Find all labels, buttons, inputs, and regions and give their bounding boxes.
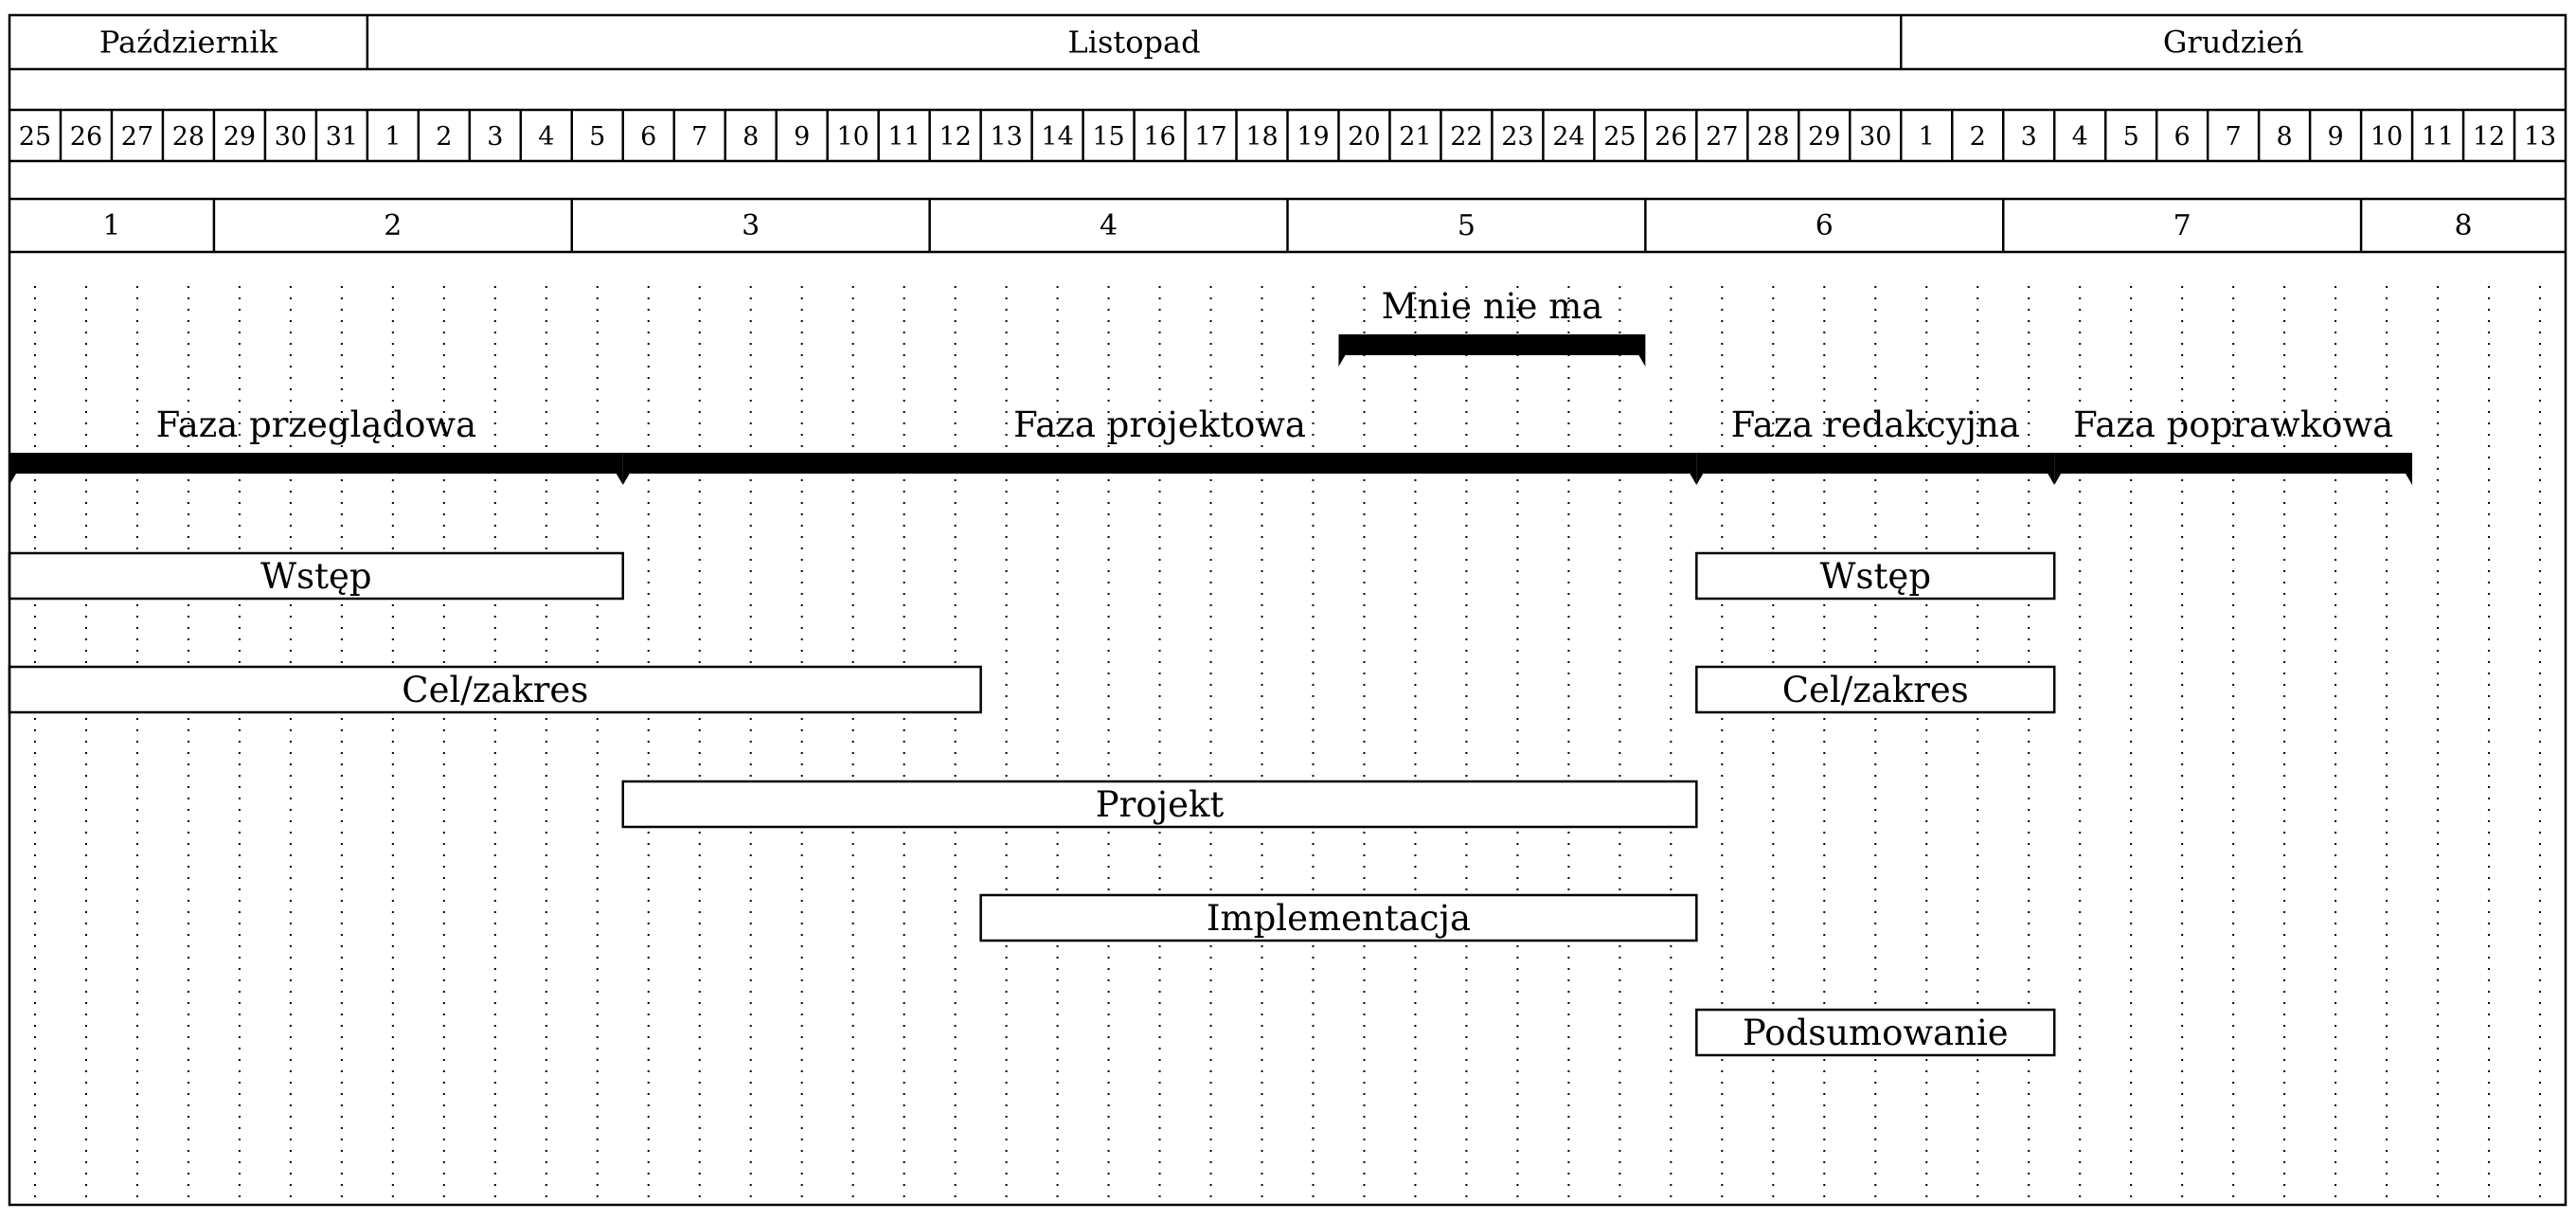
week-label: 7 <box>2174 209 2191 242</box>
day-label: 6 <box>2174 122 2191 152</box>
week-label: 6 <box>1816 209 1834 242</box>
day-label: 16 <box>1143 122 1175 152</box>
day-label: 12 <box>2473 122 2505 152</box>
month-label: Grudzień <box>2163 25 2304 61</box>
day-label: 11 <box>2422 122 2454 152</box>
task-bar <box>979 893 1698 942</box>
task-bar <box>8 665 982 714</box>
chart-frame <box>8 13 2567 1207</box>
day-label: 30 <box>1859 122 1891 152</box>
day-label: 1 <box>385 122 401 152</box>
task-label: Cel/zakres <box>402 670 588 710</box>
task-bar <box>1695 1008 2056 1057</box>
month-label: Listopad <box>1068 25 1201 61</box>
day-label: 25 <box>1603 122 1636 152</box>
day-label: 18 <box>1245 122 1278 152</box>
month-label: Październik <box>99 25 278 61</box>
day-label: 5 <box>2123 122 2139 152</box>
phase-bar <box>622 453 1697 485</box>
day-label: 9 <box>794 122 810 152</box>
week-label: 8 <box>2454 209 2472 242</box>
day-label: 3 <box>2021 122 2037 152</box>
day-label: 11 <box>887 122 920 152</box>
week-label: 4 <box>1100 209 1118 242</box>
day-label: 8 <box>2277 122 2293 152</box>
phase-label: Faza przeglądowa <box>156 404 477 445</box>
day-label: 15 <box>1092 122 1124 152</box>
day-label: 9 <box>2327 122 2343 152</box>
week-label: 5 <box>1458 209 1476 242</box>
day-label: 4 <box>538 122 554 152</box>
day-label: 30 <box>275 122 307 152</box>
task-label: Implementacja <box>1207 898 1471 939</box>
week-label: 3 <box>742 209 760 242</box>
day-label: 28 <box>172 122 205 152</box>
day-label: 26 <box>1655 122 1687 152</box>
day-label: 14 <box>1041 122 1073 152</box>
day-label: 29 <box>1808 122 1840 152</box>
day-label: 23 <box>1501 122 1533 152</box>
day-label: 19 <box>1297 122 1329 152</box>
task-bar <box>8 551 625 601</box>
phase-label: Faza poprawkowa <box>2073 404 2393 445</box>
phase-bar <box>1338 334 1646 367</box>
week-label: 2 <box>384 209 402 242</box>
day-label: 12 <box>939 122 971 152</box>
day-label: 21 <box>1399 122 1431 152</box>
day-label: 5 <box>589 122 605 152</box>
task-label: Podsumowanie <box>1743 1013 2009 1053</box>
day-label: 6 <box>640 122 656 152</box>
day-label: 4 <box>2072 122 2088 152</box>
day-label: 13 <box>2524 122 2556 152</box>
day-label: 10 <box>2370 122 2403 152</box>
day-grid <box>33 286 2542 1199</box>
task-label: Wstęp <box>260 556 371 597</box>
phase-bars: Mnie nie ma Faza przeglądowa Faza projekto… <box>9 286 2413 485</box>
day-label: 25 <box>19 122 51 152</box>
phase-bar <box>1696 453 2055 485</box>
day-label: 2 <box>1970 122 1986 152</box>
day-label: 29 <box>224 122 256 152</box>
task-bar <box>1695 551 2056 601</box>
day-label: 22 <box>1450 122 1482 152</box>
day-label: 17 <box>1194 122 1226 152</box>
task-label: Cel/zakres <box>1782 670 1969 710</box>
week-label: 1 <box>102 209 120 242</box>
day-label: 26 <box>70 122 102 152</box>
day-label: 7 <box>2226 122 2242 152</box>
day-label: 3 <box>487 122 503 152</box>
day-label: 7 <box>691 122 707 152</box>
day-label: 10 <box>836 122 868 152</box>
task-bar <box>1695 665 2056 714</box>
task-label: Wstęp <box>1820 556 1931 597</box>
day-label: 2 <box>436 122 452 152</box>
day-label: 20 <box>1348 122 1380 152</box>
day-label: 13 <box>990 122 1022 152</box>
day-label: 31 <box>326 122 358 152</box>
day-label: 27 <box>121 122 153 152</box>
day-label: 1 <box>1919 122 1935 152</box>
phase-bar <box>9 453 623 485</box>
phase-bar <box>2054 453 2413 485</box>
task-bar <box>621 780 1698 829</box>
phase-label: Faza redakcyjna <box>1731 404 2020 445</box>
day-label: 8 <box>742 122 759 152</box>
phase-label: Faza projektowa <box>1013 404 1306 445</box>
day-label: 27 <box>1706 122 1738 152</box>
day-label: 28 <box>1757 122 1789 152</box>
phase-label: Mnie nie ma <box>1382 286 1603 327</box>
day-label: 24 <box>1552 122 1584 152</box>
task-label: Projekt <box>1096 784 1225 825</box>
